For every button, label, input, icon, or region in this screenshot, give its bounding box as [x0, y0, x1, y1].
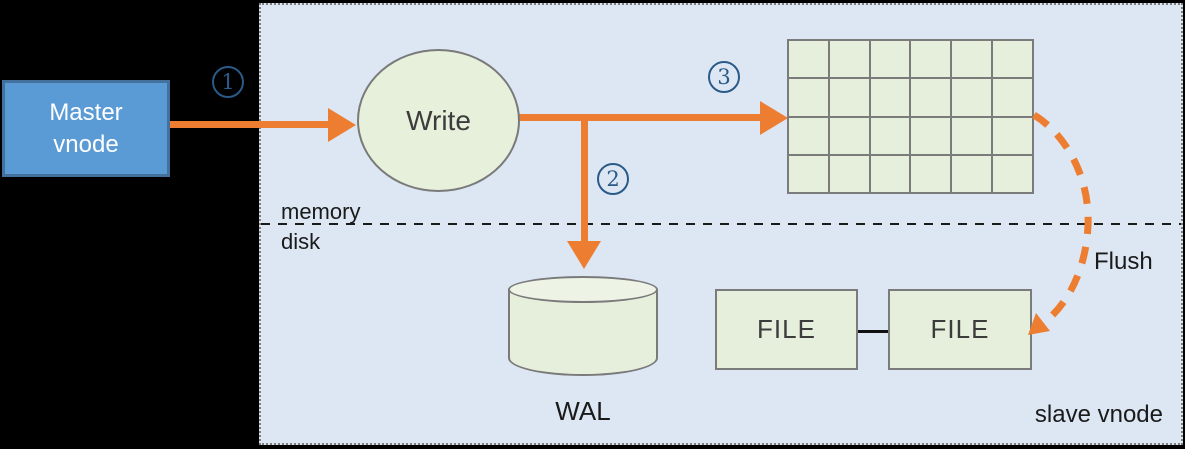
mem-table-cell: [993, 41, 1032, 78]
mem-table-cell: [829, 41, 869, 78]
mem-table-cell: [829, 155, 869, 192]
mem-table-cell: [829, 79, 869, 116]
step-3-number: 3: [717, 65, 731, 89]
arrow-2-line: [581, 114, 588, 241]
arrow-2-head: [567, 241, 601, 269]
mem-table-cell: [993, 155, 1032, 192]
file-1-label: FILE: [757, 314, 816, 344]
flush-arrow-head: [1028, 313, 1050, 335]
mem-table-cell: [870, 155, 910, 192]
flush-label: Flush: [1094, 248, 1153, 275]
step-2-number: 2: [606, 167, 620, 191]
flush-arrow-curve: [1032, 111, 1092, 324]
file-connector-line: [858, 330, 888, 333]
write-ellipse: Write: [357, 49, 520, 192]
wal-cylinder-body: [508, 289, 658, 376]
mem-table-cell: [911, 155, 951, 192]
mem-table-cell: [993, 117, 1032, 154]
mem-table-cell: [952, 155, 992, 192]
disk-label: disk: [281, 229, 321, 254]
file-box-1: FILE: [715, 289, 858, 370]
mem-table-cell: [789, 41, 828, 78]
mem-table-cell: [911, 41, 951, 78]
step-1-badge: 1: [212, 66, 244, 98]
mem-table-cell: [789, 117, 828, 154]
memory-disk-divider: [261, 223, 1181, 225]
master-vnode-box: Master vnode: [2, 80, 170, 177]
wal-label: WAL: [555, 396, 611, 426]
mem-table-cell: [952, 41, 992, 78]
mem-table-cell: [952, 117, 992, 154]
mem-table-cell: [870, 41, 910, 78]
mem-table-cell: [993, 79, 1032, 116]
mem-table-cell: [870, 79, 910, 116]
step-2-badge: 2: [597, 163, 629, 195]
mem-table-cell: [911, 117, 951, 154]
arrow-1-head: [328, 108, 356, 142]
mem-table-cell: [789, 155, 828, 192]
file-box-2: FILE: [888, 289, 1032, 370]
arrow-1-line: [170, 121, 330, 128]
step-3-badge: 3: [708, 61, 740, 93]
slave-vnode-label: slave vnode: [1034, 401, 1163, 428]
mem-table-cell: [911, 79, 951, 116]
step-1-number: 1: [221, 70, 235, 94]
wal-cylinder: [508, 276, 658, 376]
file-2-label: FILE: [930, 314, 990, 344]
wal-cylinder-top: [508, 276, 658, 303]
mem-table: [787, 39, 1034, 194]
mem-table-cell: [789, 79, 828, 116]
arrow-3-line: [518, 114, 760, 121]
memory-label: memory: [281, 199, 361, 224]
mem-table-cell: [870, 117, 910, 154]
write-label: Write: [406, 104, 471, 136]
mem-table-cell: [829, 117, 869, 154]
flush-arrow: [1028, 111, 1092, 335]
arrow-3-head: [760, 101, 788, 135]
mem-table-cell: [952, 79, 992, 116]
master-vnode-label: Master vnode: [49, 99, 123, 158]
